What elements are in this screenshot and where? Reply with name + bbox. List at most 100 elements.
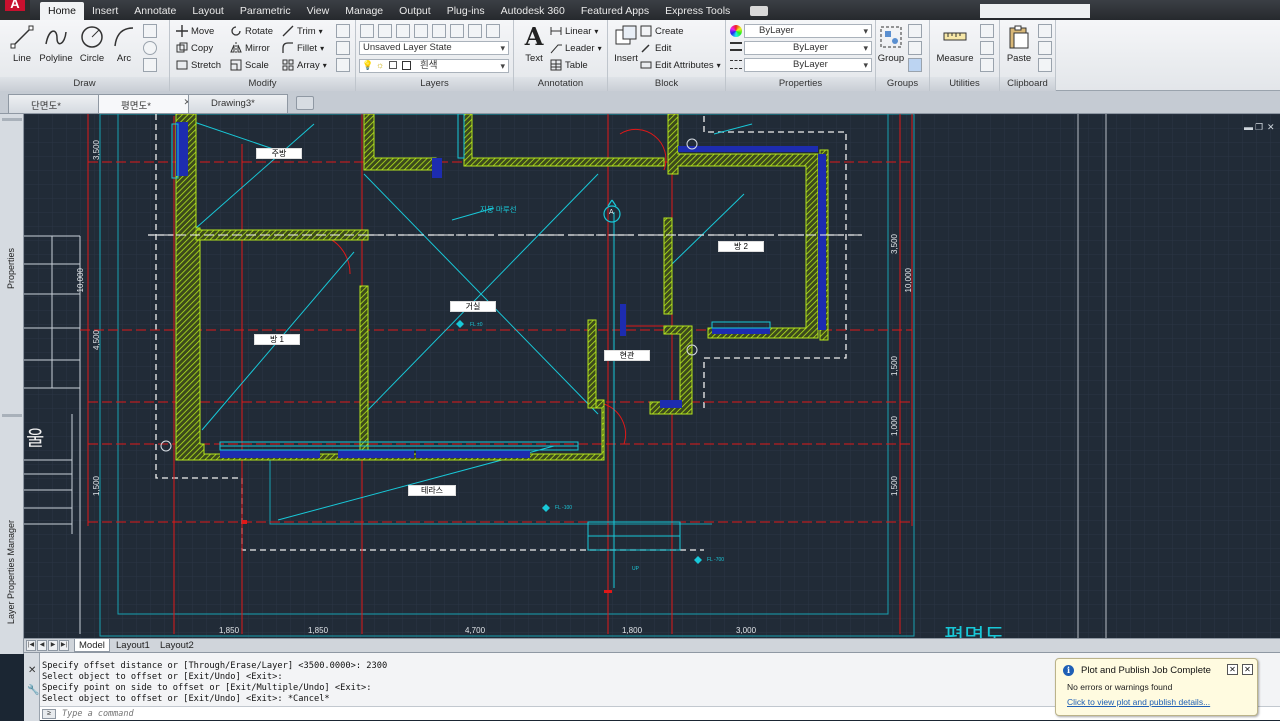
layer-state-dropdown[interactable]: Unsaved Layer State [359,41,509,55]
tab-insert[interactable]: Insert [92,5,119,17]
explode-icon[interactable] [336,41,350,55]
search-box[interactable] [980,4,1090,18]
tab-layout[interactable]: Layout [192,5,224,17]
cut-icon[interactable] [1038,24,1052,38]
fillet-button[interactable]: Fillet▾ [282,40,324,56]
command-input[interactable] [62,707,562,720]
tab-output[interactable]: Output [399,5,431,17]
stretch-button[interactable]: Stretch [176,57,221,73]
notification-close-button[interactable]: ✕ [1227,664,1238,675]
layer-manager-palette-tab[interactable]: Layer Properties Manager [6,520,16,625]
quick-select-icon[interactable] [980,24,994,38]
tab-parametric[interactable]: Parametric [239,5,291,17]
copy-clip-icon[interactable] [1038,41,1052,55]
rotate-button[interactable]: Rotate [230,23,273,39]
tab-featured-apps[interactable]: Featured Apps [580,5,650,17]
measure-button[interactable]: Measure [934,22,976,74]
properties-panel-title[interactable]: Properties [726,77,875,91]
tab-view[interactable]: View [306,5,330,17]
match-properties-icon[interactable] [1038,58,1052,72]
layers-panel-title[interactable]: Layers [356,77,513,91]
polyline-button[interactable]: Polyline [36,22,76,74]
prev-layout-icon[interactable]: ◀ [37,640,47,651]
viewport-minimize-icon[interactable]: ▬ [1244,122,1253,132]
viewport-close-icon[interactable]: ✕ [1267,122,1275,132]
modify-panel-title[interactable]: Modify [170,77,355,91]
tab-home[interactable]: Home [40,2,85,20]
lineweight-dropdown[interactable]: ByLayer [744,41,872,55]
wrench-icon[interactable]: 🔧 [27,685,40,696]
doc-tab-drawing3[interactable]: Drawing3* [188,94,288,113]
group-select-icon[interactable] [908,58,922,72]
arc-button[interactable]: Arc [106,22,142,74]
tab-layout1[interactable]: Layout1 [116,640,150,651]
app-logo[interactable]: A [0,0,30,20]
plot-details-link[interactable]: Click to view plot and publish details..… [1067,697,1211,707]
scale-button[interactable]: Scale [230,57,269,73]
edit-block-button[interactable]: Edit [640,40,671,56]
edit-attributes-button[interactable]: Edit Attributes▾ [640,57,721,73]
linetype-dropdown[interactable]: ByLayer [744,58,872,72]
group-button[interactable]: Group [876,22,906,74]
new-tab-button[interactable] [296,96,314,110]
groups-panel-title[interactable]: Groups [876,77,929,91]
tab-model[interactable]: Model [74,639,110,652]
close-icon[interactable]: ✕ [28,665,37,676]
block-panel-title[interactable]: Block [608,77,725,91]
move-button[interactable]: Move [176,23,214,39]
doc-tab-floorplan[interactable]: 평면도*✕ [98,94,198,113]
circle-button[interactable]: Circle [74,22,110,74]
rectangle-icon[interactable] [143,24,157,38]
command-prompt-icon[interactable]: ≥ [42,709,56,719]
select-all-icon[interactable] [980,41,994,55]
group-edit-icon[interactable] [908,41,922,55]
layer-icon-7[interactable] [468,24,482,38]
close-icon[interactable]: ✕ [183,97,191,108]
erase-icon[interactable] [336,24,350,38]
layer-icon-5[interactable] [432,24,446,38]
ribbon-minimize-toggle[interactable] [750,6,769,16]
line-button[interactable]: Line [4,22,40,74]
drawing-canvas[interactable]: 주방 방 2 거실 방 1 현관 테라스 지붕 마루선 A FL ±0 FL -… [24,114,1280,638]
layer-properties-icon[interactable] [360,24,374,38]
notification-close-all-button[interactable]: ✕ [1242,664,1253,675]
ungroup-icon[interactable] [908,24,922,38]
viewport-restore-icon[interactable]: ❐ [1255,122,1264,132]
copy-button[interactable]: Copy [176,40,213,56]
table-button[interactable]: Table [550,57,588,73]
layer-icon-4[interactable] [414,24,428,38]
first-layout-icon[interactable]: |◀ [26,640,36,651]
create-block-button[interactable]: Create [640,23,684,39]
doc-tab-section[interactable]: 단면도* [8,94,108,113]
draw-panel-title[interactable]: Draw [0,77,169,91]
annotation-panel-title[interactable]: Annotation [514,77,607,91]
tab-layout2[interactable]: Layout2 [160,640,194,651]
insert-button[interactable]: Insert [608,22,644,74]
layer-icon-2[interactable] [378,24,392,38]
last-layout-icon[interactable]: ▶| [59,640,69,651]
tab-plugins[interactable]: Plug-ins [446,5,485,17]
layer-icon-6[interactable] [450,24,464,38]
next-layout-icon[interactable]: ▶ [48,640,58,651]
calculator-icon[interactable] [980,58,994,72]
color-dropdown[interactable]: ByLayer [744,24,872,38]
leader-button[interactable]: Leader▾ [550,40,602,56]
clipboard-panel-title[interactable]: Clipboard [1000,77,1055,91]
trim-button[interactable]: Trim▾ [282,23,323,39]
linear-button[interactable]: Linear▾ [550,23,598,39]
properties-palette-tab[interactable]: Properties [6,248,16,290]
layer-icon-8[interactable] [486,24,500,38]
utilities-panel-title[interactable]: Utilities [930,77,999,91]
ellipse-icon[interactable] [143,41,157,55]
layer-icon-3[interactable] [396,24,410,38]
tab-manage[interactable]: Manage [345,5,384,17]
paste-button[interactable]: Paste [1002,22,1036,74]
hatch-icon[interactable] [143,58,157,72]
tab-annotate[interactable]: Annotate [134,5,177,17]
text-button[interactable]: A Text [516,22,552,74]
tab-express-tools[interactable]: Express Tools [665,5,731,17]
offset-icon[interactable] [336,58,350,72]
tab-autodesk-360[interactable]: Autodesk 360 [500,5,565,17]
mirror-button[interactable]: Mirror [230,40,270,56]
array-button[interactable]: Array▾ [282,57,327,73]
